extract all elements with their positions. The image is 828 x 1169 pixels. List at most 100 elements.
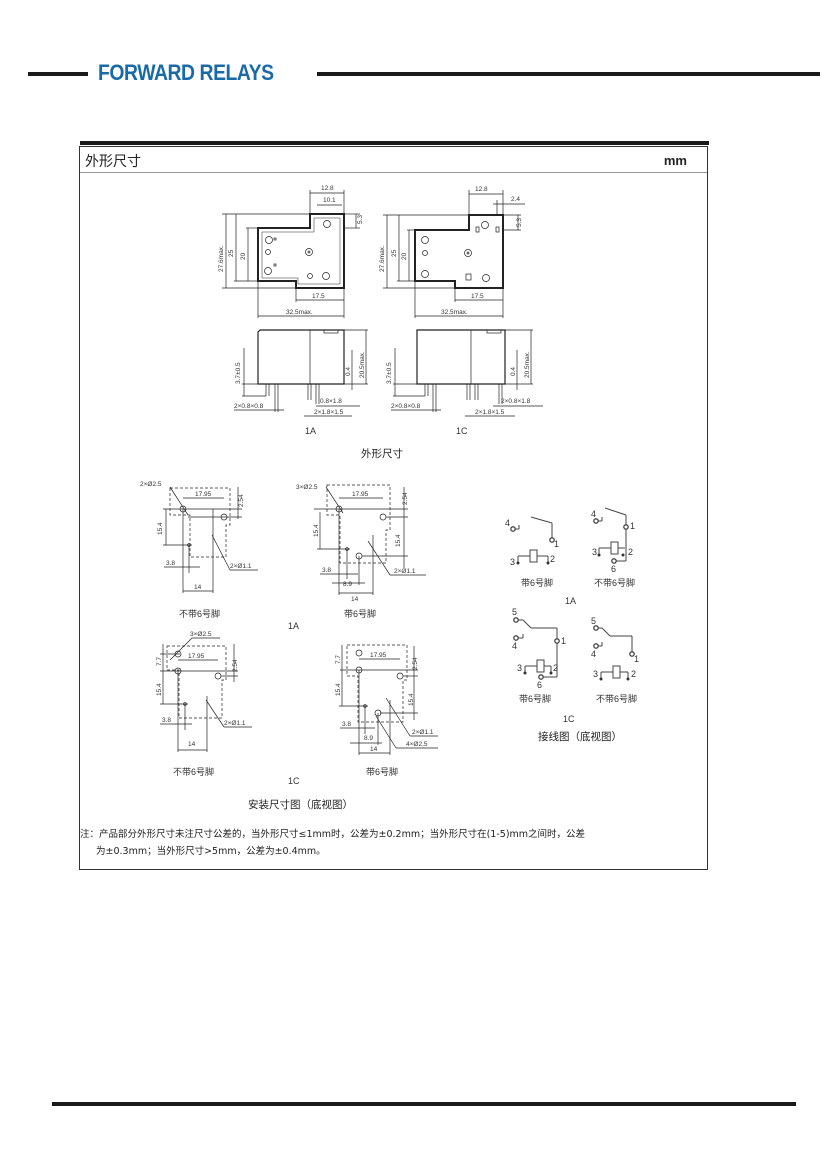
mounting-1c-with-pin6-drawing: 17.95 2.54 7.7 15.4 15.4 3.8 8.9 14 2×Ø1… bbox=[335, 644, 438, 755]
mounting-1a-without-pin6-caption: 不带6号脚 bbox=[179, 609, 221, 619]
svg-text:2×0.8×1.8: 2×0.8×1.8 bbox=[501, 398, 531, 405]
svg-text:6: 6 bbox=[537, 680, 542, 690]
wiring-1a-group-label: 1A bbox=[565, 596, 577, 606]
svg-text:2×1.8×1.5: 2×1.8×1.5 bbox=[314, 409, 344, 416]
svg-text:25: 25 bbox=[391, 249, 398, 257]
svg-text:20.5max.: 20.5max. bbox=[524, 351, 531, 378]
svg-text:2×Ø1.1: 2×Ø1.1 bbox=[394, 568, 416, 575]
mounting-1c-without-pin6-caption: 不带6号脚 bbox=[173, 767, 215, 777]
svg-text:20: 20 bbox=[240, 252, 247, 260]
svg-text:14: 14 bbox=[351, 596, 359, 603]
svg-text:4: 4 bbox=[591, 509, 596, 519]
svg-text:3.7±0.5: 3.7±0.5 bbox=[386, 362, 393, 384]
svg-text:14: 14 bbox=[188, 741, 196, 748]
side-view-1a-drawing: 3.7±0.5 0.4 20.5max. 0.8×1.8 2×0.8×0.8 2… bbox=[234, 329, 368, 417]
svg-text:5: 5 bbox=[512, 607, 517, 617]
svg-text:2×1.8×1.5: 2×1.8×1.5 bbox=[475, 409, 505, 416]
svg-text:10.1: 10.1 bbox=[323, 197, 336, 204]
svg-text:0.8×1.8: 0.8×1.8 bbox=[320, 398, 342, 405]
svg-text:4: 4 bbox=[591, 649, 596, 659]
svg-text:15.4: 15.4 bbox=[157, 522, 164, 535]
svg-text:3.8: 3.8 bbox=[322, 567, 331, 574]
svg-text:3.7±0.5: 3.7±0.5 bbox=[235, 362, 242, 384]
dimensions-panel: 外形尺寸 mm bbox=[79, 146, 708, 870]
mounting-1c-with-pin6-caption: 带6号脚 bbox=[366, 767, 399, 777]
brand-logo: FORWARD RELAYS bbox=[98, 60, 274, 85]
svg-text:0.4: 0.4 bbox=[510, 367, 517, 376]
wiring-1c-with-pin6-caption: 带6号脚 bbox=[519, 694, 552, 704]
svg-text:3×Ø2.5: 3×Ø2.5 bbox=[190, 631, 212, 638]
svg-text:2×0.8×0.8: 2×0.8×0.8 bbox=[391, 403, 421, 410]
side-view-1c-drawing: 3.7±0.5 0.4 20.5max. 2×0.8×1.8 2×0.8×0.8… bbox=[386, 329, 543, 417]
mounting-1a-group-label: 1A bbox=[288, 621, 300, 631]
svg-text:14: 14 bbox=[194, 584, 202, 591]
svg-text:27.6max.: 27.6max. bbox=[218, 245, 225, 272]
svg-text:27.6max.: 27.6max. bbox=[379, 245, 386, 272]
svg-text:2.54: 2.54 bbox=[412, 657, 419, 670]
header-rule-right bbox=[317, 72, 820, 76]
wiring-1c-group-label: 1C bbox=[563, 714, 575, 724]
svg-text:15.4: 15.4 bbox=[313, 524, 320, 537]
svg-text:3: 3 bbox=[592, 547, 597, 557]
svg-text:5.3: 5.3 bbox=[516, 218, 523, 227]
mounting-1a-with-pin6-caption: 带6号脚 bbox=[344, 609, 377, 619]
mounting-1c-without-pin6-drawing: 3×Ø2.5 17.95 2.54 7.7 15.4 3.8 2×Ø1.1 14 bbox=[156, 631, 252, 752]
wiring-1a-with-pin6-caption: 带6号脚 bbox=[521, 578, 554, 588]
svg-text:15.4: 15.4 bbox=[156, 683, 163, 696]
svg-text:2×Ø2.5: 2×Ø2.5 bbox=[140, 481, 162, 488]
svg-text:7.7: 7.7 bbox=[335, 655, 342, 664]
svg-text:0.4: 0.4 bbox=[345, 367, 352, 376]
svg-text:14: 14 bbox=[370, 746, 378, 753]
svg-text:17.95: 17.95 bbox=[188, 653, 205, 660]
panel-header: 外形尺寸 mm bbox=[80, 147, 707, 173]
svg-text:2: 2 bbox=[553, 663, 558, 673]
svg-text:32.5max.: 32.5max. bbox=[441, 309, 468, 316]
svg-text:2.54: 2.54 bbox=[402, 492, 409, 505]
svg-text:17.5: 17.5 bbox=[471, 293, 484, 300]
svg-text:2×Ø1.1: 2×Ø1.1 bbox=[230, 563, 252, 570]
svg-text:4×Ø2.5: 4×Ø2.5 bbox=[406, 741, 428, 748]
footer-rule bbox=[52, 1102, 796, 1106]
svg-text:17.5: 17.5 bbox=[312, 293, 325, 300]
mounting-caption: 安装尺寸图（底视图） bbox=[248, 799, 353, 811]
svg-text:17.95: 17.95 bbox=[352, 491, 369, 498]
svg-text:15.4: 15.4 bbox=[395, 534, 402, 547]
svg-text:4: 4 bbox=[512, 641, 517, 651]
side-view-1c-label: 1C bbox=[456, 426, 468, 436]
svg-text:8.9: 8.9 bbox=[364, 735, 373, 742]
svg-text:17.95: 17.95 bbox=[370, 652, 387, 659]
svg-text:17.95: 17.95 bbox=[195, 491, 212, 498]
svg-text:3.8: 3.8 bbox=[342, 721, 351, 728]
panel-title: 外形尺寸 bbox=[85, 154, 141, 170]
svg-text:5.3: 5.3 bbox=[357, 215, 364, 224]
svg-text:25: 25 bbox=[228, 249, 235, 257]
svg-text:12.8: 12.8 bbox=[321, 185, 334, 192]
svg-text:2: 2 bbox=[550, 554, 555, 564]
svg-text:3: 3 bbox=[510, 557, 515, 567]
svg-text:6: 6 bbox=[611, 564, 616, 574]
note-line-2: 为±0.3mm；当外形尺寸>5mm，公差为±0.4mm。 bbox=[96, 846, 326, 857]
svg-text:3.8: 3.8 bbox=[166, 560, 175, 567]
svg-text:3.8: 3.8 bbox=[162, 717, 171, 724]
header-rule-left bbox=[28, 72, 88, 76]
svg-text:2.54: 2.54 bbox=[232, 659, 239, 672]
svg-text:1: 1 bbox=[554, 539, 559, 549]
svg-text:20: 20 bbox=[401, 252, 408, 260]
svg-text:3: 3 bbox=[593, 669, 598, 679]
svg-text:20.5max.: 20.5max. bbox=[359, 351, 366, 378]
top-view-1c-drawing: 12.8 2.4 5.3 27.6max. 25 20 17.5 32.5max… bbox=[379, 186, 525, 318]
svg-text:1: 1 bbox=[561, 636, 566, 646]
svg-text:2.54: 2.54 bbox=[238, 494, 245, 507]
svg-text:15.4: 15.4 bbox=[408, 693, 415, 706]
svg-text:3×Ø2.5: 3×Ø2.5 bbox=[296, 484, 318, 491]
mounting-1a-with-pin6-drawing: 3×Ø2.5 17.95 2.54 15.4 15.4 3.8 8.9 14 2… bbox=[296, 484, 426, 603]
svg-text:1: 1 bbox=[634, 654, 639, 664]
tolerance-note: 注：产品部分外形尺寸未注尺寸公差的，当外形尺寸≤1mm时，公差为±0.2mm；当… bbox=[80, 826, 680, 860]
side-view-1a-label: 1A bbox=[305, 426, 317, 436]
svg-text:12.8: 12.8 bbox=[475, 186, 488, 193]
svg-text:1: 1 bbox=[630, 521, 635, 531]
svg-text:5: 5 bbox=[591, 616, 596, 626]
